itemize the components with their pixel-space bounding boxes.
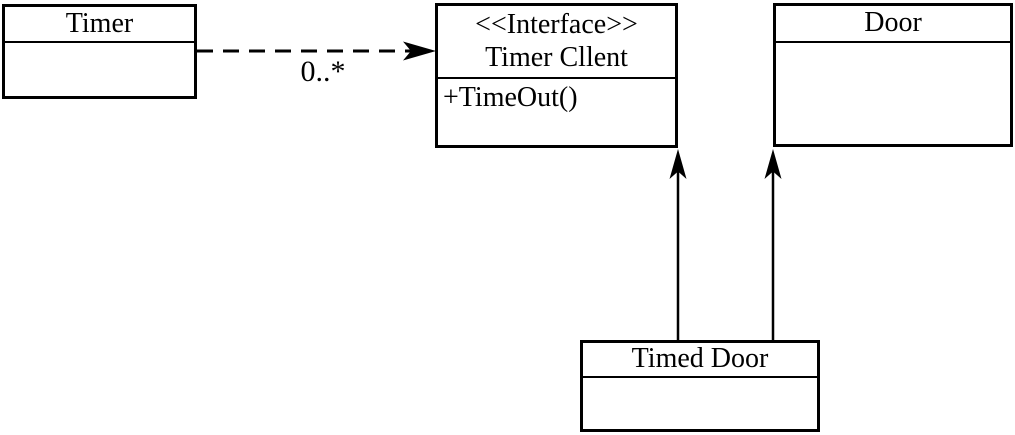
class-title-timed-door: Timed Door bbox=[583, 343, 817, 378]
class-title-timer: Timer bbox=[5, 7, 194, 43]
arrowhead-up-icon bbox=[764, 149, 782, 179]
class-box-timer: Timer bbox=[2, 4, 197, 99]
class-box-timer-client: <<Interface>> Timer Cllent +TimeOut() bbox=[435, 3, 678, 148]
method-label: +TimeOut() bbox=[443, 82, 578, 113]
stereotype-label: <<Interface>> bbox=[475, 9, 638, 40]
class-box-door: Door bbox=[773, 3, 1013, 147]
class-title-timer-client: <<Interface>> Timer Cllent bbox=[438, 6, 675, 79]
class-title-door: Door bbox=[776, 6, 1010, 43]
class-box-timed-door: Timed Door bbox=[580, 340, 820, 432]
class-body-timer-client: +TimeOut() bbox=[438, 79, 675, 113]
dashed-association-timer-to-timerclient bbox=[197, 41, 436, 61]
arrowhead-right-icon bbox=[403, 41, 436, 61]
arrowhead-up-icon bbox=[669, 149, 687, 179]
multiplicity-label: 0..* bbox=[300, 55, 346, 88]
class-name-label: Timer Cllent bbox=[485, 42, 628, 73]
arrow-timeddoor-to-door bbox=[764, 149, 782, 341]
arrow-timeddoor-to-timerclient bbox=[669, 149, 687, 341]
